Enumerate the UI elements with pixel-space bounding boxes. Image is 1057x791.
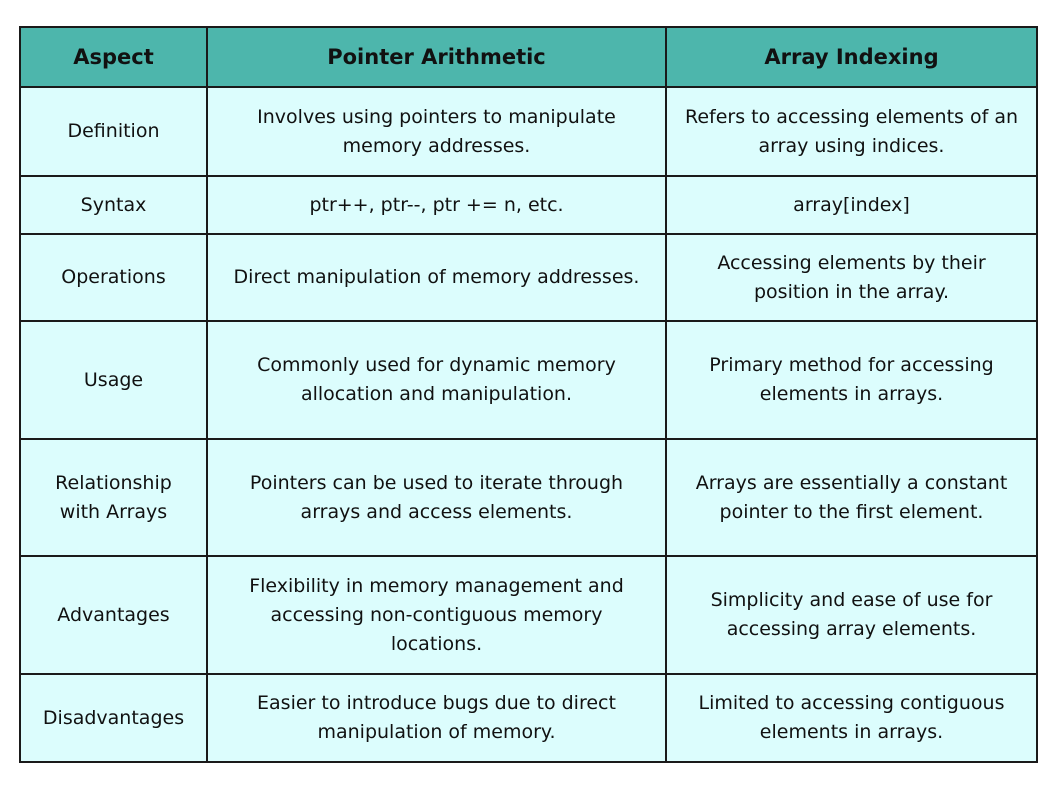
table-row: Syntax ptr++, ptr--, ptr += n, etc. arra… [19,175,1038,235]
pointer-cell: ptr++, ptr--, ptr += n, etc. [206,175,667,235]
aspect-cell: Syntax [19,175,208,235]
header-array-indexing: Array Indexing [665,26,1038,88]
pointer-cell: Flexibility in memory management and acc… [206,555,667,675]
array-cell: Accessing elements by their position in … [665,233,1038,322]
comparison-table: Aspect Pointer Arithmetic Array Indexing… [19,26,1038,763]
aspect-cell: Disadvantages [19,673,208,763]
aspect-cell: Relationship with Arrays [19,438,208,557]
table-row: Usage Commonly used for dynamic memory a… [19,320,1038,440]
table-row: Disadvantages Easier to introduce bugs d… [19,673,1038,763]
aspect-cell: Usage [19,320,208,440]
pointer-cell: Direct manipulation of memory addresses. [206,233,667,322]
array-cell: Primary method for accessing elements in… [665,320,1038,440]
pointer-cell: Easier to introduce bugs due to direct m… [206,673,667,763]
pointer-cell: Involves using pointers to manipulate me… [206,86,667,177]
array-cell: Simplicity and ease of use for accessing… [665,555,1038,675]
array-cell: array[index] [665,175,1038,235]
pointer-cell: Pointers can be used to iterate through … [206,438,667,557]
table-row: Definition Involves using pointers to ma… [19,86,1038,177]
table-row: Advantages Flexibility in memory managem… [19,555,1038,675]
aspect-cell: Definition [19,86,208,177]
table-row: Relationship with Arrays Pointers can be… [19,438,1038,557]
header-aspect: Aspect [19,26,208,88]
array-cell: Limited to accessing contiguous elements… [665,673,1038,763]
aspect-cell: Operations [19,233,208,322]
header-row: Aspect Pointer Arithmetic Array Indexing [19,26,1038,88]
pointer-cell: Commonly used for dynamic memory allocat… [206,320,667,440]
table-row: Operations Direct manipulation of memory… [19,233,1038,322]
array-cell: Arrays are essentially a constant pointe… [665,438,1038,557]
header-pointer-arithmetic: Pointer Arithmetic [206,26,667,88]
array-cell: Refers to accessing elements of an array… [665,86,1038,177]
aspect-cell: Advantages [19,555,208,675]
